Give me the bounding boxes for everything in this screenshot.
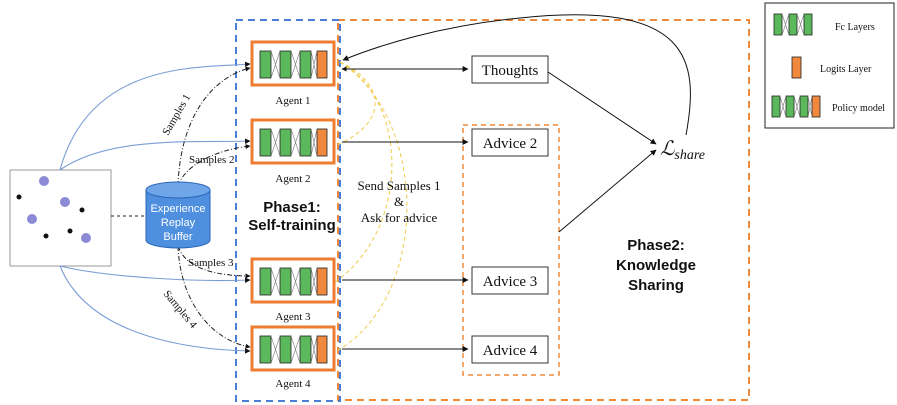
legend-fc-label: Fc Layers xyxy=(835,22,875,33)
legend-logits-label: Logits Layer xyxy=(820,64,872,75)
advice-group xyxy=(462,124,560,376)
loss-arrows xyxy=(342,14,691,233)
phase2-region xyxy=(337,19,750,401)
agent-label-4: Agent 4 xyxy=(275,378,311,390)
advice4-label: Advice 4 xyxy=(483,343,538,359)
legend-policy-swatch xyxy=(771,95,821,118)
env-dot-purple xyxy=(39,176,49,186)
advice3-label: Advice 3 xyxy=(483,274,538,290)
legend: Fc Layers Logits Layer Policy model xyxy=(764,2,895,129)
buffer-sample-lines xyxy=(177,66,251,349)
agent-label-3: Agent 3 xyxy=(275,311,311,323)
send-text-3: Ask for advice xyxy=(361,210,438,225)
phase2-label-3: Sharing xyxy=(628,277,684,294)
samples-label-2: Samples 2 xyxy=(189,154,235,166)
agent-label-1: Agent 1 xyxy=(275,95,310,107)
advice2-box xyxy=(471,128,549,157)
loss-label: ℒshare xyxy=(660,138,705,163)
phase2-label-1: Phase2: xyxy=(627,237,685,254)
agent-4 xyxy=(250,325,336,372)
env-dot-purple xyxy=(27,214,37,224)
buffer-label-3: Buffer xyxy=(163,231,192,243)
samples-label-4: Samples 4 xyxy=(161,288,200,331)
agent-label-2: Agent 2 xyxy=(275,173,310,185)
agent-2 xyxy=(250,118,336,165)
env-dot-black xyxy=(79,207,85,213)
experience-replay-buffer: Experience Replay Buffer xyxy=(145,181,211,249)
legend-fc-swatch xyxy=(773,13,813,36)
env-dot-black xyxy=(16,194,22,200)
samples-label-3: Samples 3 xyxy=(188,257,234,269)
sample-lines xyxy=(59,61,251,354)
phase2-label-2: Knowledge xyxy=(616,257,696,274)
env-dot-black xyxy=(43,233,49,239)
send-text-2: & xyxy=(394,194,404,209)
legend-policy-label: Policy model xyxy=(832,103,885,114)
buffer-label-1: Experience xyxy=(150,203,205,215)
env-dot-purple xyxy=(81,233,91,243)
phase1-label-2: Self-training xyxy=(248,217,336,234)
advice2-label: Advice 2 xyxy=(483,136,538,152)
thoughts-label: Thoughts xyxy=(482,63,539,79)
send-text-1: Send Samples 1 xyxy=(357,178,440,193)
phase1-label-1: Phase1: xyxy=(263,199,321,216)
agent-1 xyxy=(250,40,336,87)
env-dot-black xyxy=(67,228,73,234)
env-dot-purple xyxy=(60,197,70,207)
advice4-box xyxy=(471,335,549,364)
phase1-region xyxy=(235,19,341,402)
loss-subscript: share xyxy=(674,148,705,163)
samples-label-1: Samples 1 xyxy=(160,92,193,137)
advice3-box xyxy=(471,266,549,295)
environment-box xyxy=(9,169,112,267)
buffer-label-2: Replay xyxy=(161,217,196,229)
agent-3 xyxy=(250,257,336,304)
agent-output-arrows xyxy=(341,66,469,352)
thoughts-box xyxy=(471,55,549,84)
legend-logits-swatch xyxy=(791,56,802,79)
